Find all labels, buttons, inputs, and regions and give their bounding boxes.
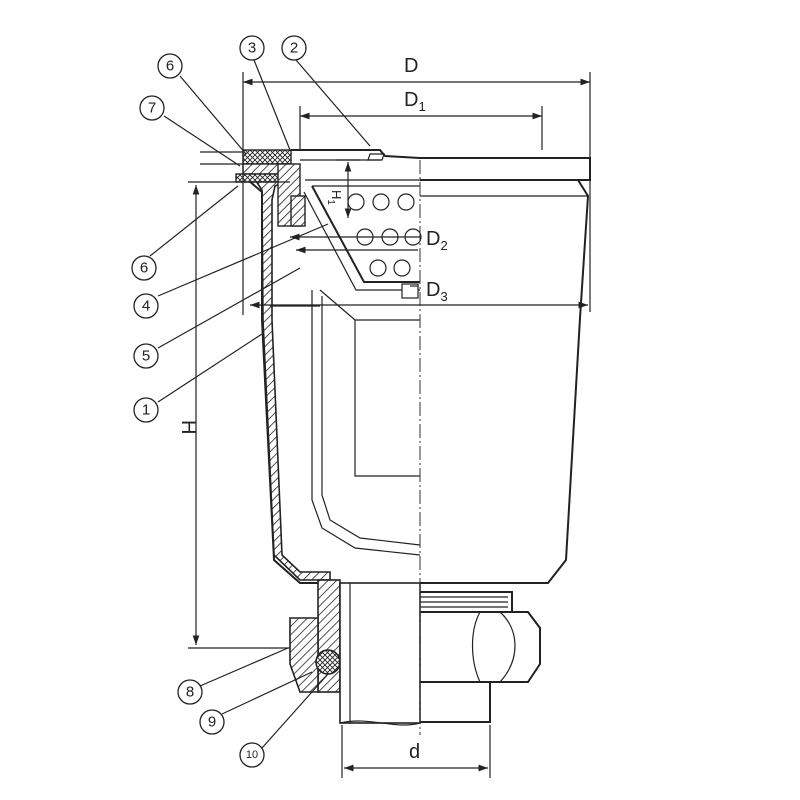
leader-4 — [157, 223, 329, 297]
body-outer-profile — [247, 179, 330, 584]
callout-circle-6-low — [131, 255, 157, 281]
basket-cone-inner — [303, 191, 420, 291]
basket-cone — [311, 185, 420, 283]
leader-6-low — [149, 185, 239, 257]
callout-circle-6-top — [157, 53, 183, 79]
top-flange — [235, 149, 591, 227]
pipe-break-line — [339, 720, 421, 726]
leader-3 — [253, 59, 291, 151]
leader-8 — [199, 647, 289, 687]
leader-10 — [261, 673, 329, 749]
screen-basket — [303, 185, 422, 299]
callout-circle-10 — [239, 742, 265, 768]
perforation-hole — [369, 259, 387, 277]
inner-baffle-box — [354, 320, 420, 477]
o-ring — [315, 649, 341, 675]
leader-5 — [157, 267, 301, 349]
basket-bottom-tab — [401, 283, 419, 299]
basket-perforations — [347, 193, 422, 277]
bolt-nut — [290, 195, 306, 227]
label-H: H — [177, 420, 199, 434]
union-nut-section — [289, 617, 319, 693]
callout-circle-8 — [177, 679, 203, 705]
callouts: 6 7 3 2 6 4 5 1 8 9 10 — [131, 35, 307, 768]
perforation-hole — [372, 193, 390, 211]
perforation-hole — [397, 193, 415, 211]
callout-6-low: 6 — [140, 260, 148, 277]
cover-tab — [367, 153, 385, 161]
label-D1: D1 — [404, 89, 426, 114]
tail-pipe-section — [317, 579, 341, 693]
label-D3: D3 — [426, 279, 448, 304]
callout-circle-5 — [133, 343, 159, 369]
lower-pipe — [420, 681, 491, 723]
callout-7: 7 — [148, 100, 156, 117]
dimension-labels: D D1 D2 D3 H H1 d — [177, 55, 448, 763]
callout-circle-1 — [133, 397, 159, 423]
callout-circle-7 — [139, 95, 165, 121]
label-d: d — [409, 741, 420, 763]
leader-7 — [163, 115, 241, 167]
hex-flat-2 — [499, 611, 516, 683]
callout-5: 5 — [142, 348, 150, 365]
tail-pipe-bore — [339, 582, 421, 724]
callout-8: 8 — [186, 684, 194, 701]
label-H1: H1 — [325, 190, 344, 205]
gasket-top — [242, 149, 292, 165]
perforation-hole — [393, 259, 411, 277]
callout-circle-4 — [133, 293, 159, 319]
leader-9 — [221, 671, 313, 715]
callout-9: 9 — [208, 714, 216, 731]
outlet-assembly — [289, 579, 541, 726]
callout-6-top: 6 — [166, 58, 174, 75]
strainer-body — [239, 171, 590, 584]
inner-liner — [311, 290, 421, 556]
callout-3: 3 — [248, 40, 256, 57]
callout-circle-3 — [239, 35, 265, 61]
leader-lines — [149, 59, 371, 749]
callout-10: 10 — [246, 749, 258, 761]
label-D: D — [404, 55, 418, 77]
leader-2 — [295, 59, 371, 147]
inner-liner-2 — [321, 296, 421, 546]
hex-flat-1 — [471, 611, 481, 683]
callout-circle-9 — [199, 709, 225, 735]
callout-1: 1 — [142, 402, 150, 419]
leader-1 — [157, 333, 263, 403]
body-wall-section — [239, 171, 331, 581]
cover-plate — [291, 149, 591, 181]
callout-circle-2 — [281, 35, 307, 61]
hex-nut — [420, 611, 541, 683]
callout-4: 4 — [142, 298, 150, 315]
perforation-hole — [347, 193, 365, 211]
label-D2: D2 — [426, 228, 448, 253]
dimension-lines — [188, 72, 591, 778]
leader-6-top — [179, 75, 247, 155]
callout-2: 2 — [290, 40, 298, 57]
